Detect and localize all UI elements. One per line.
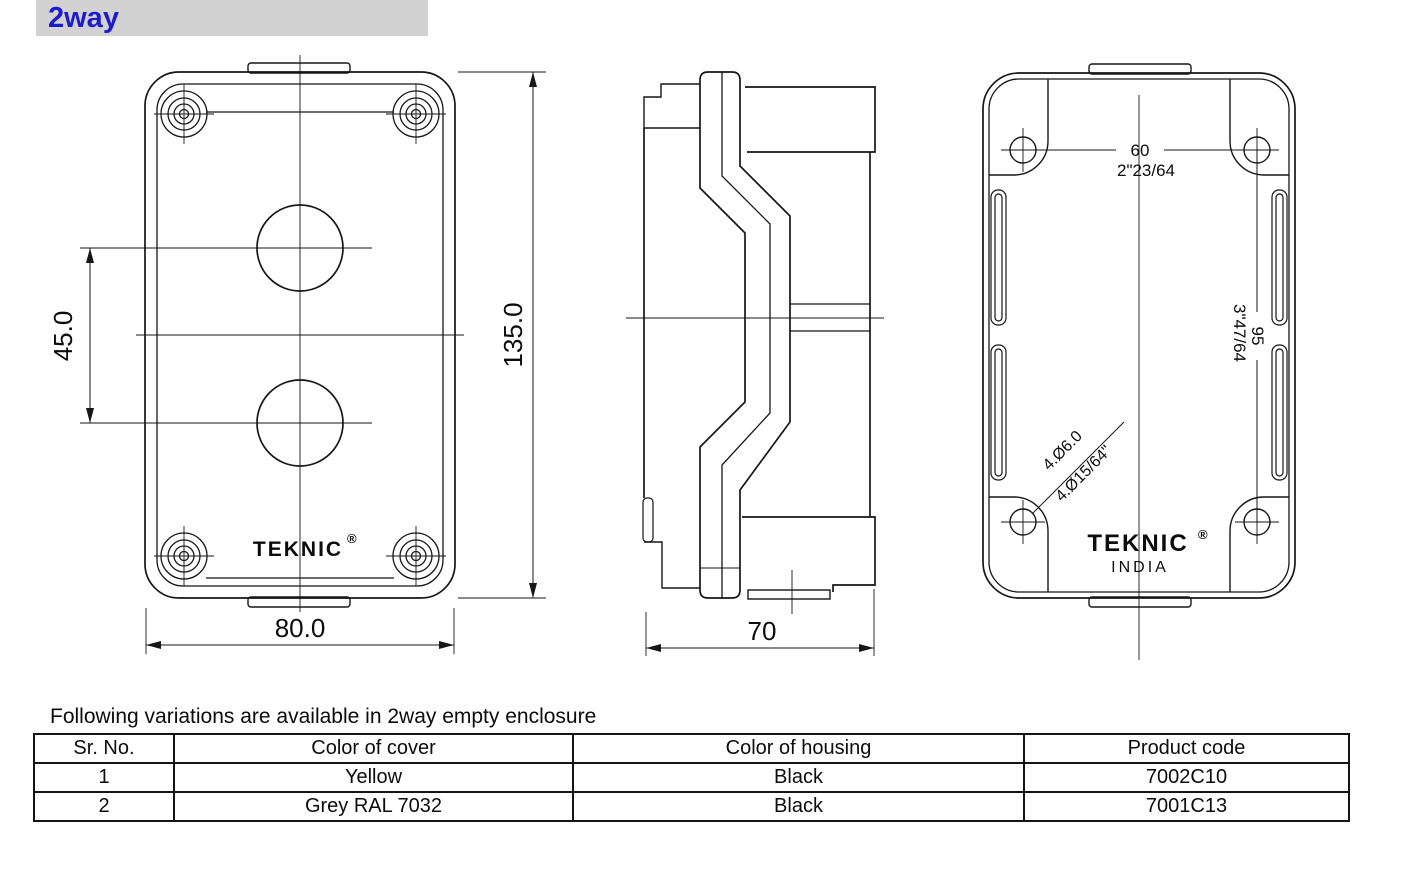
teknic-india-label: INDIA <box>1111 559 1169 576</box>
front-corner-screws <box>154 84 446 586</box>
side-housing-profile <box>742 86 876 600</box>
dim-45-label: 45.0 <box>48 311 78 362</box>
cell-sr-no: 2 <box>33 791 175 822</box>
cell-cover-color: Grey RAL 7032 <box>173 791 574 822</box>
table-row: 1 Yellow Black 7002C10 <box>33 762 1350 793</box>
variations-table: Sr. No. Color of cover Color of housing … <box>33 733 1350 822</box>
side-view: 70 <box>626 71 884 656</box>
front-centerlines <box>80 55 464 612</box>
dim-60-inch-label: 2"23/64 <box>1117 161 1175 180</box>
cell-housing-color: Black <box>572 762 1025 793</box>
dimension-60: 60 2"23/64 <box>1045 141 1235 180</box>
front-view: 45.0 135.0 80.0 TEKNIC ® <box>48 55 546 654</box>
back-logo: TEKNIC ® INDIA <box>1087 527 1208 576</box>
header-sr-no: Sr. No. <box>33 733 175 764</box>
cell-product-code: 7002C10 <box>1023 762 1350 793</box>
dim-95-mm-label: 95 <box>1248 327 1267 346</box>
dim-135-label: 135.0 <box>498 302 528 367</box>
dim-95-inch-label: 3"47/64 <box>1230 304 1249 362</box>
front-logo: TEKNIC ® <box>253 531 357 561</box>
back-view: 60 2"23/64 95 3"47/64 4.Ø6.0 4.Ø15/64" T… <box>982 63 1296 660</box>
dimension-mount-holes: 4.Ø6.0 4.Ø15/64" <box>1031 421 1125 515</box>
table-header-row: Sr. No. Color of cover Color of housing … <box>33 733 1350 764</box>
back-corner-pads <box>989 79 1289 592</box>
dimension-70: 70 <box>645 589 875 656</box>
dim-80-label: 80.0 <box>275 613 326 643</box>
dim-60-mm-label: 60 <box>1131 141 1150 160</box>
cell-housing-color: Black <box>572 791 1025 822</box>
dim-70-label: 70 <box>748 616 777 646</box>
dimension-95: 95 3"47/64 <box>1230 150 1267 522</box>
header-product-code: Product code <box>1023 733 1350 764</box>
screw-bottom-right <box>386 526 446 586</box>
cell-sr-no: 1 <box>33 762 175 793</box>
dimension-135: 135.0 <box>458 71 546 599</box>
registered-mark: ® <box>347 531 357 546</box>
mount-hole-bottom-left <box>1001 500 1045 544</box>
screw-top-right <box>386 84 446 144</box>
table-row: 2 Grey RAL 7032 Black 7001C13 <box>33 791 1350 822</box>
header-color-of-housing: Color of housing <box>572 733 1025 764</box>
dimension-45: 45.0 <box>48 248 94 423</box>
table-caption: Following variations are available in 2w… <box>50 705 597 728</box>
screw-bottom-left <box>154 526 214 586</box>
header-color-of-cover: Color of cover <box>173 733 574 764</box>
cell-cover-color: Yellow <box>173 762 574 793</box>
side-cover-profile <box>642 71 791 599</box>
teknic-logo: TEKNIC <box>1087 530 1188 557</box>
registered-mark: ® <box>1198 527 1208 542</box>
page-title: 2way <box>48 2 119 34</box>
mount-hole-top-left <box>1001 128 1045 172</box>
side-centerlines <box>626 317 884 614</box>
title-bar: 2way <box>36 0 428 36</box>
teknic-logo: TEKNIC <box>253 538 343 561</box>
dimension-80: 80.0 <box>145 608 455 654</box>
screw-top-left <box>154 84 214 144</box>
back-side-slots <box>990 189 1288 481</box>
cell-product-code: 7001C13 <box>1023 791 1350 822</box>
technical-drawing: 45.0 135.0 80.0 TEKNIC ® <box>48 55 1296 660</box>
